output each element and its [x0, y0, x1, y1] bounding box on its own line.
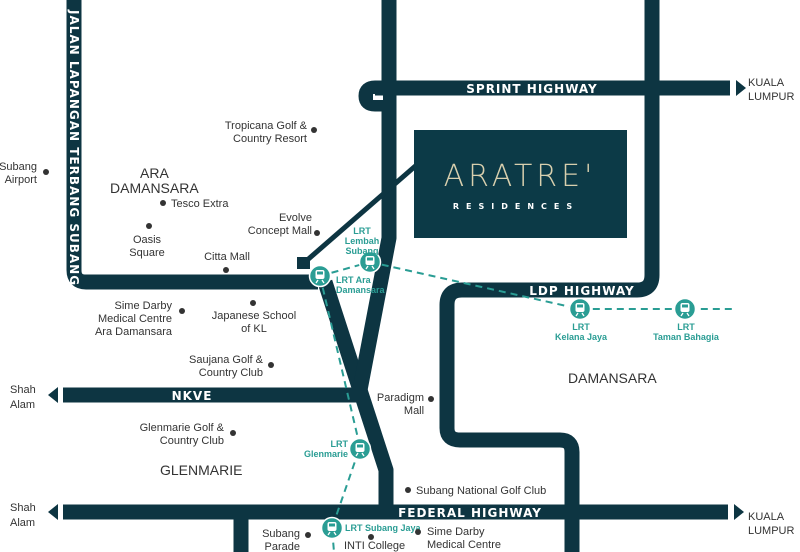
place-label: Ara Damansara [95, 326, 173, 338]
dest-shah-alam: Alam [10, 399, 35, 411]
station-label: LRT [331, 439, 349, 449]
station-label: Lembah [345, 236, 380, 246]
lrt-station-icon [320, 516, 344, 540]
place-label: Sime Darby [115, 300, 173, 312]
road-ara-diagonal [317, 279, 394, 512]
place-label: Citta Mall [204, 251, 250, 263]
road-label-ldp: LDP HIGHWAY [529, 284, 635, 298]
road-label-sprint: SPRINT HIGHWAY [466, 82, 597, 96]
lrt-station-icon [568, 297, 592, 321]
place-label: Saujana Golf & [189, 354, 264, 366]
area-label: DAMANSARA [568, 370, 657, 386]
lrt-station-icon [673, 297, 697, 321]
road-label-nkve: NKVE [172, 389, 213, 403]
lrt-line [319, 275, 362, 552]
place-label: Airport [5, 174, 37, 186]
station-label: Subang [346, 246, 379, 256]
dest-shah-alam: Shah [10, 502, 36, 514]
logo: ARATRE' [444, 159, 597, 194]
place-label: Medical Centre [98, 313, 172, 325]
dest-kl: LUMPUR [748, 91, 795, 103]
place-label: Paradigm [377, 392, 424, 404]
logo-sub: RESIDENCES [453, 202, 579, 211]
place-label: Subang [262, 528, 300, 540]
station-label: LRT [353, 226, 371, 236]
station-label: LRT Subang Jaya [345, 523, 422, 533]
place-label: Sime Darby [427, 526, 485, 538]
place-label: Subang [0, 161, 37, 173]
arrow-left-icon [48, 504, 58, 520]
place-label: Mall [404, 405, 424, 417]
station-label: Taman Bahagia [653, 332, 720, 342]
place-label: Country Club [160, 435, 224, 447]
dest-kl: KUALA [748, 77, 785, 89]
road-right-vertical [439, 0, 660, 552]
dest-shah-alam: Alam [10, 517, 35, 529]
place-label: Oasis [133, 234, 162, 246]
station-label: Glenmarie [304, 449, 348, 459]
place-label: Japanese School [212, 310, 296, 322]
place-label: of KL [241, 323, 267, 335]
place-label: Medical Centre [427, 539, 501, 551]
site-marker [297, 257, 310, 269]
place-label: Subang National Golf Club [416, 485, 546, 497]
place-label: Square [129, 247, 164, 259]
area-label: ARA [140, 165, 169, 181]
area-label: DAMANSARA [110, 180, 199, 196]
station-label: Damansara [336, 285, 386, 295]
station-label: LRT Ara [336, 275, 372, 285]
place-label: Tropicana Golf & [225, 120, 308, 132]
station-label: Kelana Jaya [555, 332, 608, 342]
arrow-left-icon [48, 387, 58, 403]
road-label-jalan-lapangan: JALAN LAPANGAN TERBANG SUBANG [67, 9, 81, 286]
station-label: LRT [572, 322, 590, 332]
lrt-line [319, 261, 371, 277]
dest-kl: LUMPUR [748, 525, 795, 537]
place-label: Tesco Extra [171, 198, 229, 210]
dest-shah-alam: Shah [10, 384, 36, 396]
lrt-station-icon [308, 264, 332, 288]
place-label: Country Resort [233, 133, 307, 145]
lrt-station-icon [348, 437, 372, 461]
lrt-station-icon [358, 250, 382, 274]
dest-kl: KUALA [748, 511, 785, 523]
arrow-right-icon [736, 80, 746, 96]
place-label: Parade [265, 541, 300, 552]
road-sprint-loop [358, 80, 389, 112]
place-label-inti: INTI College [344, 540, 405, 552]
road-jalan-lapangan [66, 0, 318, 290]
arrow-right-icon [734, 504, 744, 520]
area-label: GLENMARIE [160, 462, 242, 478]
road-main-vertical [352, 0, 397, 392]
place-label: Glenmarie Golf & [140, 422, 225, 434]
place-label: Country Club [199, 367, 263, 379]
place-label: Concept Mall [248, 225, 312, 237]
road-label-federal: FEDERAL HIGHWAY [398, 506, 542, 520]
place-label: Evolve [279, 212, 312, 224]
station-label: LRT [677, 322, 695, 332]
logo-box [414, 130, 627, 238]
